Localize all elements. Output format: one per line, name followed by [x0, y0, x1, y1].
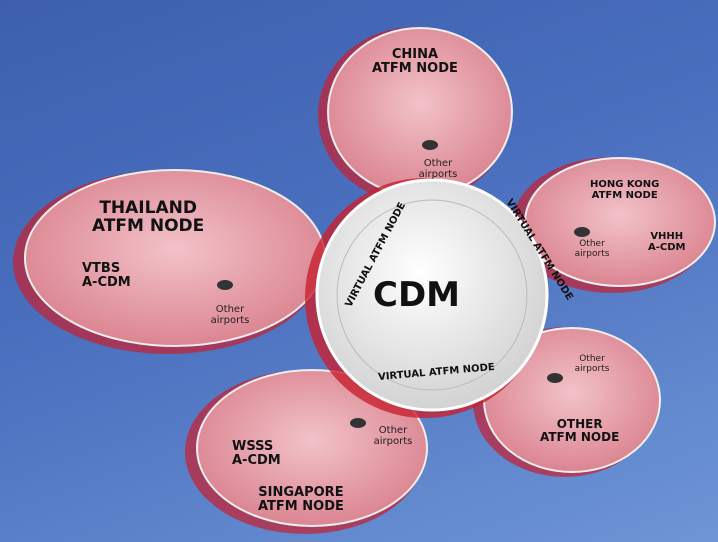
- vtbs-acdm-label: A-CDM: [82, 274, 131, 290]
- vhhh-acdm-label: A-CDM: [648, 241, 686, 253]
- singapore-other-airports: Other airports: [373, 425, 413, 447]
- vhhh-label: VHHH: [650, 231, 684, 242]
- other-node-other-airports: Other airports: [574, 354, 610, 374]
- hongkong-title-2: ATFM NODE: [591, 189, 658, 201]
- petal-singapore: [185, 369, 428, 534]
- petal-thailand: [13, 169, 326, 354]
- petal-hongkong: [512, 157, 716, 293]
- wsss-label: WSSS: [232, 439, 274, 454]
- cdm-label: CDM: [373, 275, 461, 315]
- other-title-2: ATFM NODE: [540, 429, 620, 444]
- china-title-2: ATFM NODE: [372, 60, 458, 76]
- singapore-title-2: ATFM NODE: [258, 498, 344, 514]
- petal-china: [318, 27, 513, 203]
- hongkong-title-1: HONG KONG: [590, 179, 660, 190]
- vtbs-label: VTBS: [82, 261, 121, 276]
- thailand-title-2: ATFM NODE: [92, 215, 205, 236]
- thailand-title-1: THAILAND: [99, 198, 197, 218]
- thailand-other-airports: Other airports: [210, 304, 250, 326]
- other-title-1: OTHER: [556, 417, 603, 431]
- china-title-1: CHINA: [391, 47, 439, 62]
- wsss-acdm-label: A-CDM: [232, 452, 281, 468]
- singapore-title-1: SINGAPORE: [258, 485, 344, 500]
- airport-markers: [217, 140, 590, 428]
- china-other-airports: Other airports: [418, 158, 458, 180]
- hongkong-other-airports: Other airports: [574, 239, 610, 259]
- cdm-hub: [305, 178, 549, 418]
